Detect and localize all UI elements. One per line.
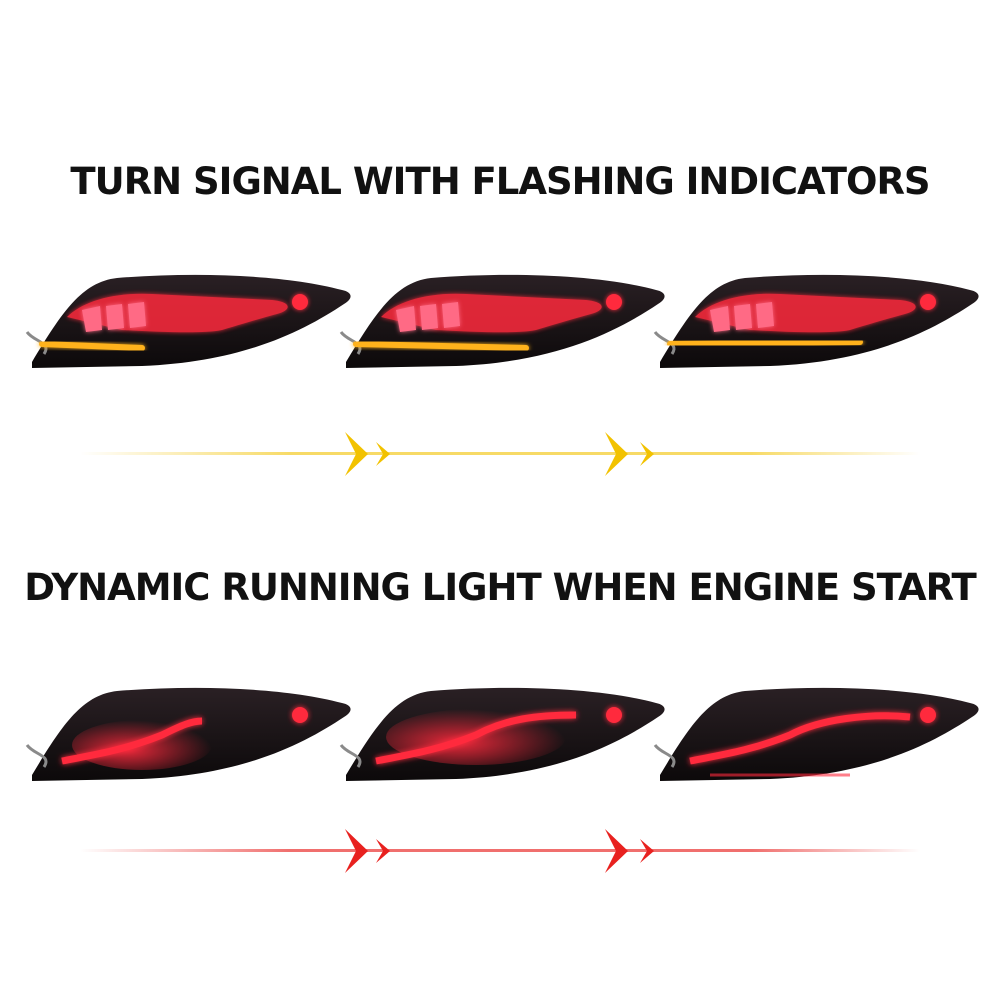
tail-lamp-2	[339, 274, 665, 368]
tail-lamp-3	[653, 274, 979, 368]
tail-lamp-4	[25, 687, 351, 781]
running-light-illustration	[25, 687, 979, 873]
turn-signal-scene	[0, 250, 1000, 490]
tail-lamp-5	[339, 687, 665, 781]
turn-signal-illustration	[25, 274, 979, 476]
running-light-arrow	[80, 829, 920, 873]
turn-signal-heading: TURN SIGNAL WITH FLASHING INDICATORS	[70, 160, 930, 203]
running-light-scene	[0, 665, 1000, 895]
tail-lamp-6	[653, 687, 979, 781]
running-light-heading: DYNAMIC RUNNING LIGHT WHEN ENGINE START	[24, 566, 976, 609]
turn-signal-arrow	[80, 432, 920, 476]
tail-lamp-1	[25, 274, 351, 368]
